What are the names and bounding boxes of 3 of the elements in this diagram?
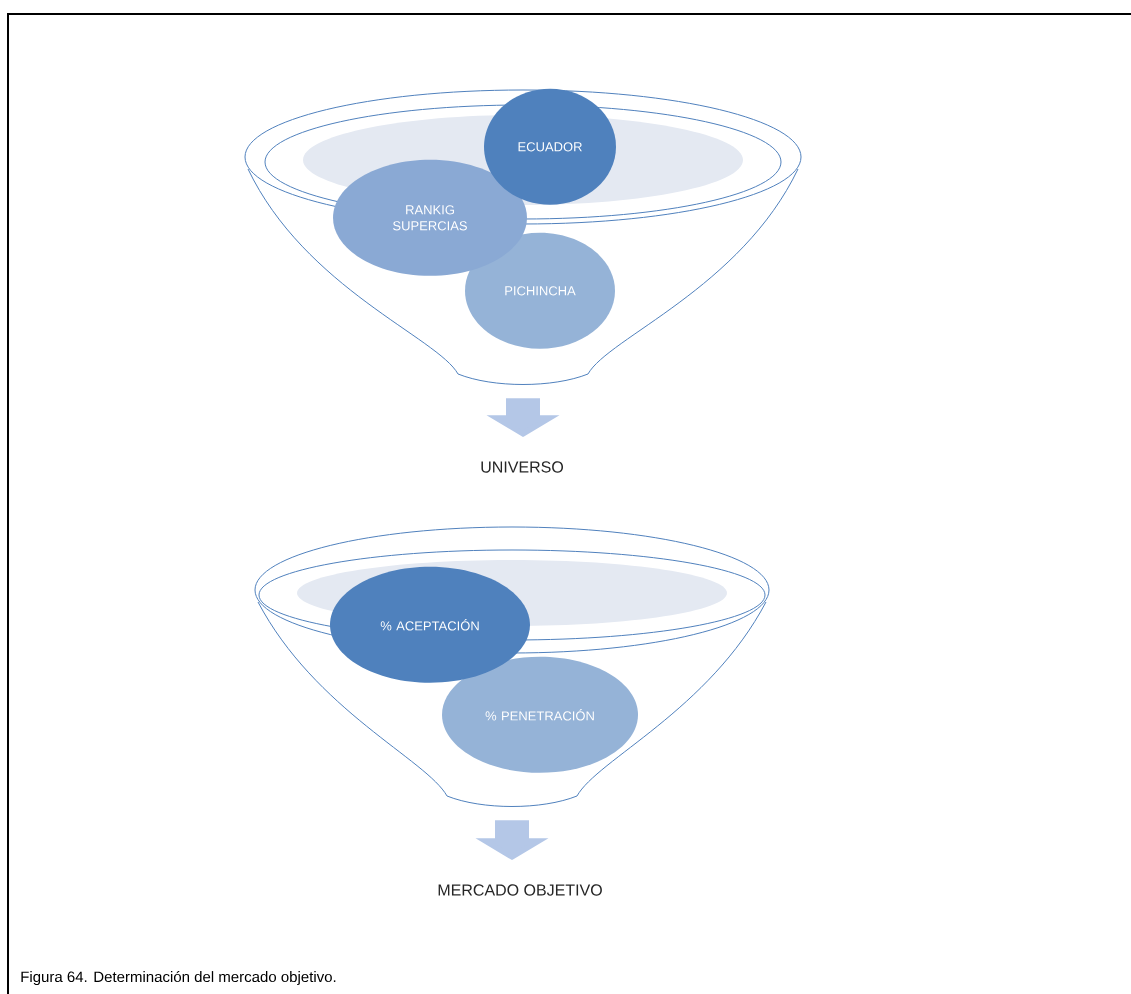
stage-label: MERCADO OBJETIVO	[438, 884, 602, 896]
stage-label: UNIVERSO	[481, 461, 564, 473]
caption: Figura 64. Determinación del mercado objetivo.	[21, 970, 336, 986]
